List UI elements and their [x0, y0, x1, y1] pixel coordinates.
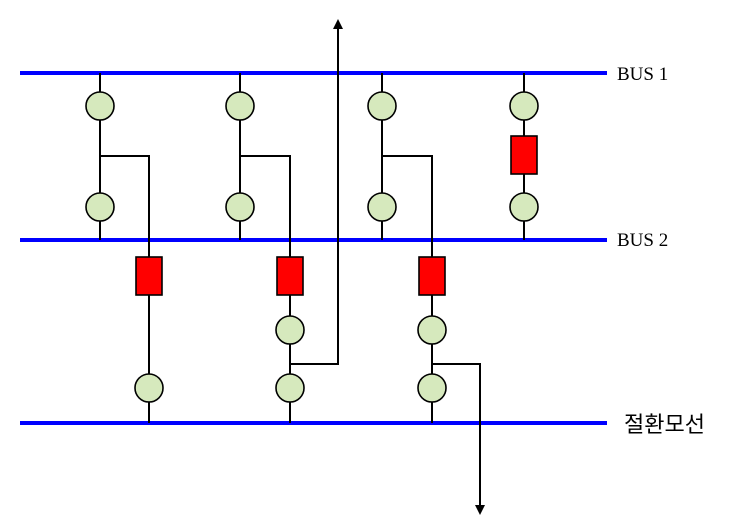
outgoing-line-down — [432, 363, 485, 515]
breaker-1[interactable] — [135, 256, 163, 296]
bay-3 — [367, 73, 485, 515]
bay-4 — [509, 73, 539, 240]
breaker-4[interactable] — [510, 135, 538, 175]
outgoing-line-up — [290, 19, 343, 365]
disconnector-1a[interactable] — [85, 91, 115, 121]
disconnector-3b[interactable] — [367, 192, 397, 222]
disconnector-2a[interactable] — [225, 91, 255, 121]
disconnector-2b[interactable] — [225, 192, 255, 222]
bay-1 — [85, 73, 164, 423]
disconnector-3d[interactable] — [417, 373, 447, 403]
breaker-3[interactable] — [418, 256, 446, 296]
disconnector-2c[interactable] — [275, 315, 305, 345]
bus-1-label: BUS 1 — [617, 64, 668, 85]
transfer-bus-label: 절환모선 — [624, 413, 705, 438]
breaker-2[interactable] — [276, 256, 304, 296]
bus-2-label: BUS 2 — [617, 230, 668, 251]
disconnector-4b[interactable] — [509, 192, 539, 222]
disconnector-2d[interactable] — [275, 373, 305, 403]
disconnector-3a[interactable] — [367, 91, 397, 121]
disconnector-1b[interactable] — [85, 192, 115, 222]
bay-2 — [225, 19, 343, 423]
disconnector-1c[interactable] — [134, 373, 164, 403]
disconnector-4a[interactable] — [509, 91, 539, 121]
disconnector-3c[interactable] — [417, 315, 447, 345]
